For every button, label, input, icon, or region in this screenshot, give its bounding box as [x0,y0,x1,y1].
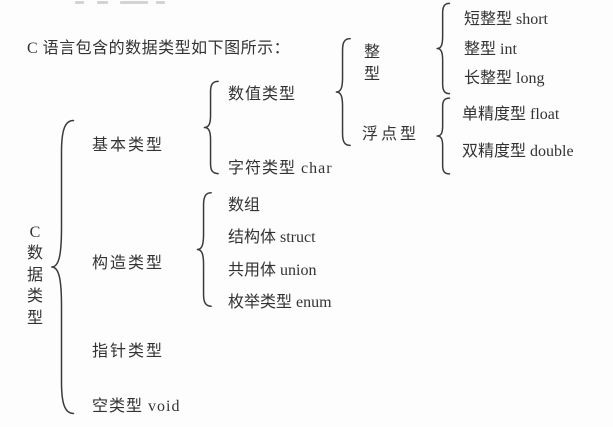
node-void-type: 空类型 void [92,398,181,415]
node-pointer-type: 指针类型 [92,343,165,360]
node-c-data-type: C 数 据 类 型 [26,222,44,329]
page-heading: C 语言包含的数据类型如下图所示： [27,40,291,57]
node-char-type: 字符类型 char [228,160,333,177]
leaf-struct: 结构体 struct [228,229,316,246]
leaf-short: 短整型 short [464,11,549,28]
basic-type-brace [202,80,221,175]
leaf-union: 共用体 union [228,262,317,279]
cut-off-text-artifact [75,1,84,4]
root-char: 数 [26,245,43,263]
root-char: 类 [26,288,43,306]
float-brace [435,97,452,175]
node-numeric-type: 数值类型 [228,86,297,103]
leaf-array: 数组 [228,197,261,214]
cut-off-text-artifact [97,1,108,4]
construct-type-brace [195,191,214,308]
integer-char: 型 [363,66,380,83]
leaf-enum: 枚举类型 enum [228,294,332,311]
leaf-double: 双精度型 double [462,143,574,160]
leaf-long: 长整型 long [464,70,545,87]
node-integer-group: 整 型 [363,42,381,86]
cut-off-text-artifact [120,1,148,4]
root-brace [48,116,78,418]
numeric-type-brace [334,37,353,147]
leaf-float: 单精度型 float [462,106,560,123]
node-float-group: 浮点型 [362,126,420,143]
leaf-int: 整型 int [464,41,517,58]
node-basic-type: 基本类型 [92,137,165,154]
node-construct-type: 构造类型 [92,255,165,272]
integer-brace [435,2,452,95]
root-char: 型 [26,309,43,327]
root-char: C [29,224,41,241]
cut-off-text-artifact [156,1,165,4]
root-char: 据 [26,266,43,284]
integer-char: 整 [363,44,380,61]
